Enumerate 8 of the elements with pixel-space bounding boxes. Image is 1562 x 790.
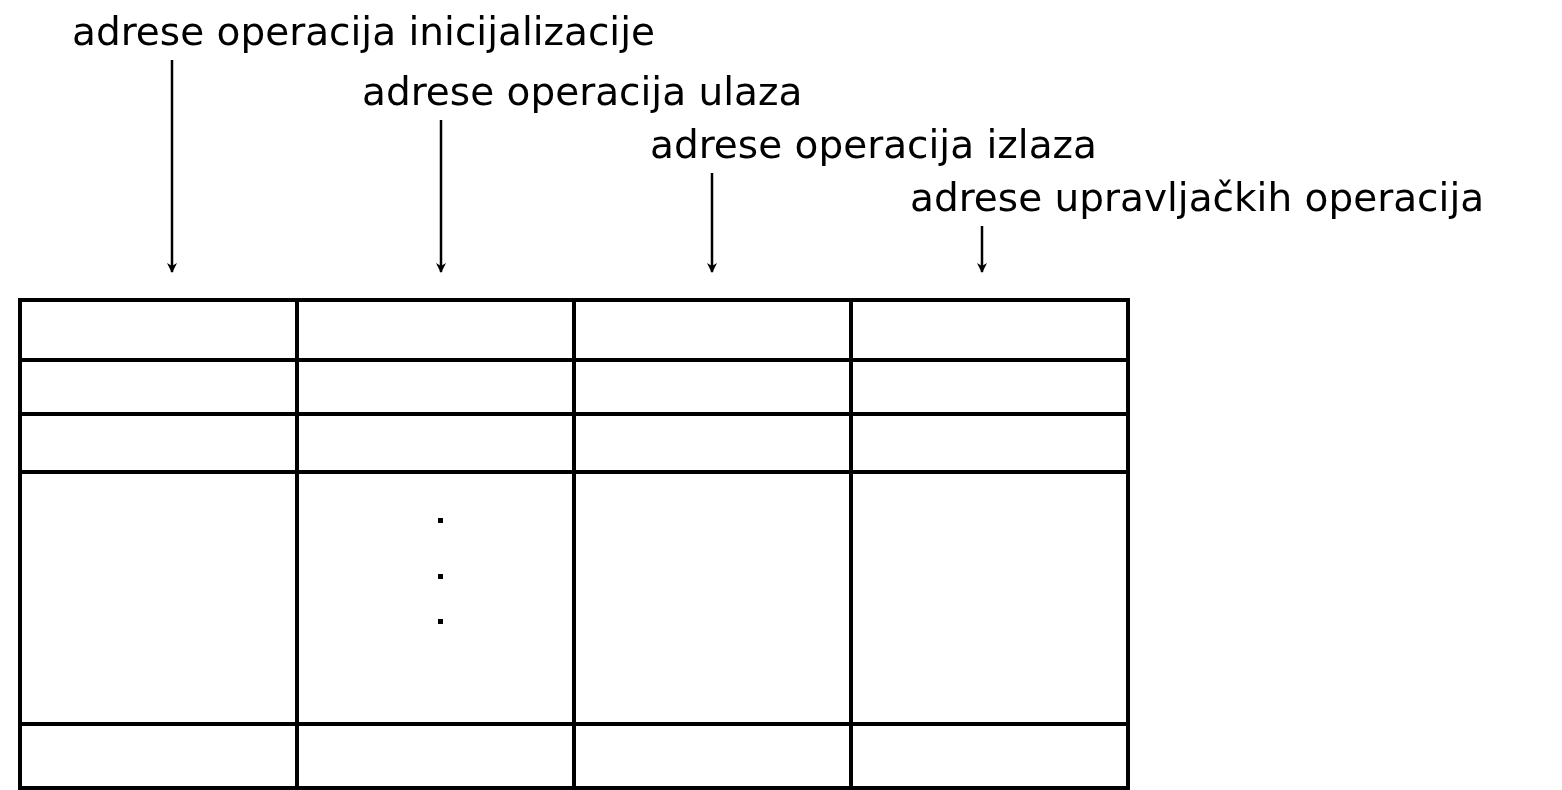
column-label: adrese operacija ulaza [362,70,803,114]
arrow [977,226,987,273]
arrow [707,173,717,273]
column-label: adrese upravljačkih operacija [910,176,1485,220]
column-label: adrese operacija izlaza [650,123,1097,167]
column-label: adrese operacija inicijalizacije [72,10,656,54]
arrow [436,120,446,273]
arrow [167,60,177,273]
